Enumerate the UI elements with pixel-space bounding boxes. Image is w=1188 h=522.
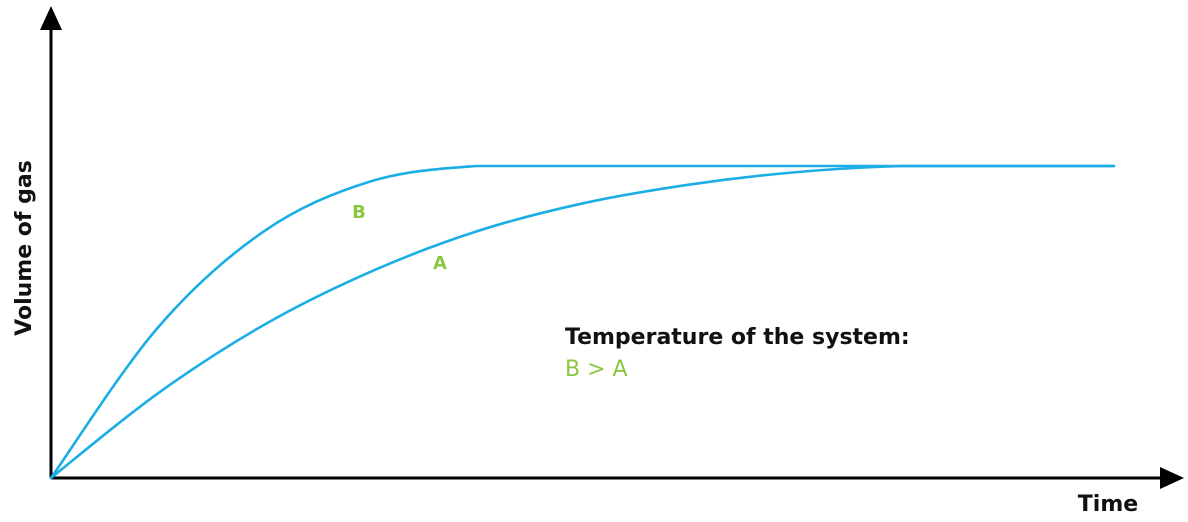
x-axis-arrowhead (1160, 467, 1184, 489)
series-label-a: A (433, 253, 447, 274)
y-axis-title: Volume of gas (12, 160, 37, 336)
annotation-text: B > A (565, 357, 628, 382)
annotation-title: Temperature of the system: (565, 325, 910, 350)
series-layer (49, 164, 1116, 480)
series-line-b (49, 164, 1116, 480)
series-label-b: B (352, 202, 366, 223)
x-axis-title: Time (1078, 492, 1138, 517)
y-axis-arrowhead (40, 6, 62, 30)
series-line-a (49, 164, 1116, 480)
